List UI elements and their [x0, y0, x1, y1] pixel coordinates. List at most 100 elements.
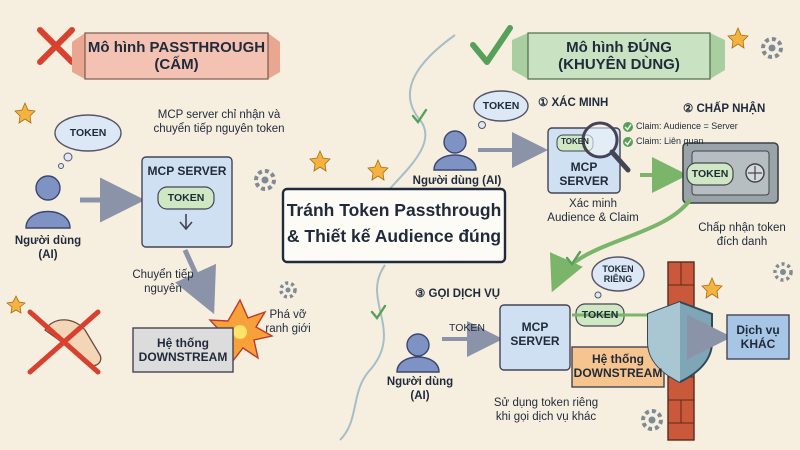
- gear-icon: [641, 409, 663, 431]
- usage-caption: Sử dụng token riêng khi gọi dịch vụ khác: [470, 396, 622, 424]
- right-user1-label: Người dùng (AI): [412, 175, 502, 187]
- own-token-bubble: [591, 256, 645, 299]
- break-boundary-line1: Phá vỡ: [269, 309, 307, 321]
- person-icon: [433, 130, 477, 171]
- title-box: [281, 187, 507, 264]
- star-icon: [6, 295, 26, 314]
- right-user2-line1: Người dùng: [386, 376, 454, 388]
- recommended-banner-line2: (KHUYÊN DÙNG): [558, 56, 680, 73]
- check-icon: [470, 25, 513, 65]
- accept-caption: Chấp nhận token đích danh: [688, 221, 796, 249]
- magnifier-icon: [581, 121, 631, 173]
- person-icon: [25, 175, 71, 229]
- star-icon: [727, 26, 749, 49]
- verify-caption: Xác minh Audience & Claim: [540, 197, 646, 225]
- left-server-token-label: TOKEN: [167, 192, 205, 204]
- other-service-line2: KHÁC: [740, 337, 776, 351]
- cross-icon: [37, 27, 75, 65]
- claim-related: Claim: Liên quan: [636, 136, 704, 146]
- own-token-label: TOKEN RIÊNG: [592, 264, 644, 284]
- forward-label: Chuyển tiếp nguyên: [120, 268, 206, 296]
- center-title: Tránh Token Passthrough & Thiết kế Audie…: [283, 197, 505, 249]
- call-server-label: MCP SERVER: [500, 320, 570, 348]
- forward-label-line1: Chuyển tiếp: [132, 269, 194, 281]
- verify-server-label: MCP SERVER: [548, 160, 620, 188]
- recommended-banner-title: Mô hình ĐÚNG (KHUYÊN DÙNG): [528, 39, 710, 73]
- left-bubble-token-label: TOKEN: [69, 127, 107, 139]
- check-icon: [411, 108, 428, 125]
- right-downstream-label: Hệ thống DOWNSTREAM: [572, 352, 664, 380]
- forward-label-line2: nguyên: [144, 283, 182, 295]
- other-service-line1: Dịch vụ: [736, 323, 780, 337]
- accept-caption-line1: Chấp nhận token: [698, 222, 786, 234]
- token-thought-bubble: [473, 90, 529, 129]
- verify-server-line1: MCP: [570, 160, 598, 174]
- accept-caption-line2: đích danh: [716, 236, 768, 248]
- forbidden-banner-line2: (CẤM): [154, 56, 199, 73]
- right-bubble-token-label: TOKEN: [482, 100, 520, 112]
- star-icon: [367, 158, 389, 181]
- down-arrow-icon: [179, 214, 193, 231]
- passthrough-note-line1: MCP server chỉ nhận và: [157, 109, 281, 121]
- server-token-pill: [157, 186, 215, 210]
- check-icon: [623, 122, 633, 132]
- person-icon: [396, 333, 440, 373]
- gear-icon: [761, 37, 783, 59]
- verify-token-label: TOKEN: [561, 137, 589, 146]
- token-thought-bubble: [54, 114, 122, 169]
- forbidden-banner: [72, 32, 280, 80]
- explosion-icon: [208, 298, 274, 364]
- passthrough-note-line2: chuyển tiếp nguyên token: [153, 123, 285, 135]
- forbidden-hand-icon: [27, 309, 102, 375]
- arrow-accept-to-call: [549, 198, 692, 293]
- recommended-banner: [512, 32, 725, 80]
- accepted-token-label: TOKEN: [691, 168, 729, 180]
- gear-icon: [254, 169, 276, 191]
- forbidden-banner-title: Mô hình PASSTHROUGH (CẤM): [85, 39, 268, 73]
- downstream-box-grey: [132, 327, 234, 373]
- left-user-line2: (AI): [38, 249, 58, 261]
- break-boundary-label: Phá vỡ ranh giới: [258, 308, 318, 336]
- verify-server-line2: SERVER: [559, 174, 609, 188]
- step-call-service: ③ GỌI DỊCH VỤ: [415, 288, 501, 300]
- passthrough-note: MCP server chỉ nhận và chuyển tiếp nguyê…: [128, 108, 310, 136]
- mcp-server-call-box: [499, 304, 571, 371]
- break-boundary-line2: ranh giới: [265, 323, 311, 335]
- swirl-decoration: [339, 264, 386, 441]
- own-token-line2: RIÊNG: [603, 274, 633, 284]
- verify-caption-line2: Audience & Claim: [547, 212, 639, 224]
- other-service-label: Dịch vụ KHÁC: [727, 323, 789, 351]
- step-verify: ① XÁC MINH: [538, 97, 609, 109]
- star-icon: [701, 276, 723, 299]
- call-server-line1: MCP: [521, 320, 549, 334]
- right-user2-line2: (AI): [410, 390, 430, 402]
- arrow-forward: [175, 248, 217, 315]
- usage-caption-line2: khi gọi dịch vụ khác: [495, 411, 597, 423]
- left-server-title: MCP SERVER: [147, 164, 227, 178]
- flow-token-pill-label: TOKEN: [581, 309, 619, 321]
- left-downstream-line2: DOWNSTREAM: [138, 350, 228, 364]
- own-token-line1: TOKEN: [602, 264, 634, 274]
- usage-caption-line1: Sử dụng token riêng: [493, 397, 599, 409]
- left-downstream-label: Hệ thống DOWNSTREAM: [133, 336, 233, 364]
- downstream-box-orange: [571, 346, 665, 388]
- step-accept: ② CHẤP NHẬN: [683, 103, 766, 115]
- gear-icon: [279, 281, 297, 299]
- verify-caption-line1: Xác minh: [569, 198, 617, 210]
- other-service-box: [726, 314, 790, 360]
- check-icon: [370, 304, 387, 321]
- recommended-banner-line1: Mô hình ĐÚNG: [566, 39, 672, 56]
- accepted-token-pill: [686, 162, 734, 186]
- center-title-line1: Tránh Token Passthrough: [286, 200, 502, 220]
- star-icon: [14, 101, 36, 124]
- star-icon: [309, 149, 331, 172]
- check-icon: [565, 250, 582, 267]
- claim-audience: Claim: Audience = Server: [636, 121, 738, 131]
- flow-token-text: TOKEN: [449, 322, 485, 334]
- right-downstream-line1: Hệ thống: [592, 352, 644, 366]
- center-title-line2: & Thiết kế Audience đúng: [286, 226, 502, 246]
- call-server-line2: SERVER: [510, 334, 560, 348]
- check-icon: [623, 137, 633, 147]
